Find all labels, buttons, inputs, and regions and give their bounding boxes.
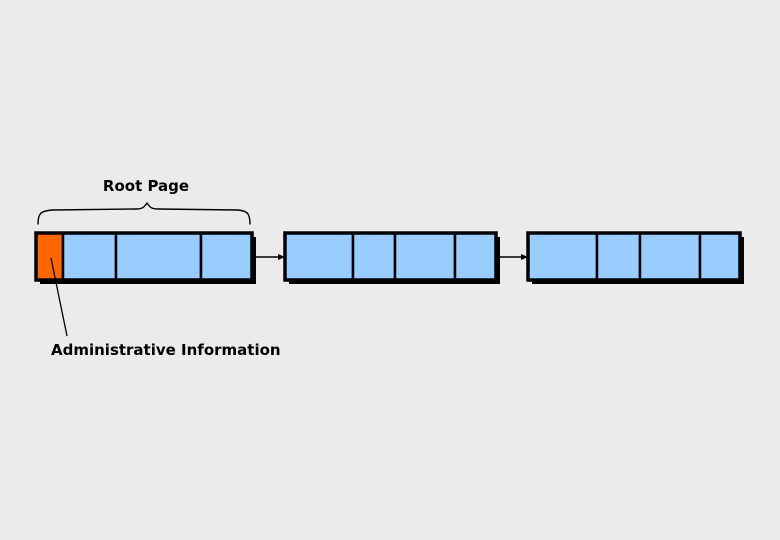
cell-2-2[interactable] — [351, 231, 397, 282]
root-page-label: Root Page — [103, 177, 189, 195]
cell-admin[interactable] — [34, 231, 65, 282]
page-3-outline — [526, 231, 742, 282]
cell-3-4[interactable] — [698, 231, 742, 282]
cell-3-3[interactable] — [638, 231, 702, 282]
admin-leader-line — [50, 257, 68, 337]
cell-2-4[interactable] — [453, 231, 498, 282]
administrative-information-label: Administrative Information — [51, 341, 281, 359]
cell-1-1[interactable] — [61, 231, 118, 282]
cell-2-3[interactable] — [393, 231, 457, 282]
cell-1-3[interactable] — [199, 231, 254, 282]
page-2[interactable] — [283, 231, 498, 282]
arrow-2-to-3 — [496, 254, 528, 260]
connectors — [252, 254, 528, 260]
cell-2-1[interactable] — [283, 231, 355, 282]
page-1[interactable] — [34, 231, 254, 282]
root-page-brace — [37, 202, 251, 225]
arrow-1-to-2 — [252, 254, 285, 260]
cell-3-1[interactable] — [526, 231, 599, 282]
cell-1-2[interactable] — [114, 231, 203, 282]
page-3[interactable] — [526, 231, 742, 282]
cell-3-2[interactable] — [595, 231, 642, 282]
